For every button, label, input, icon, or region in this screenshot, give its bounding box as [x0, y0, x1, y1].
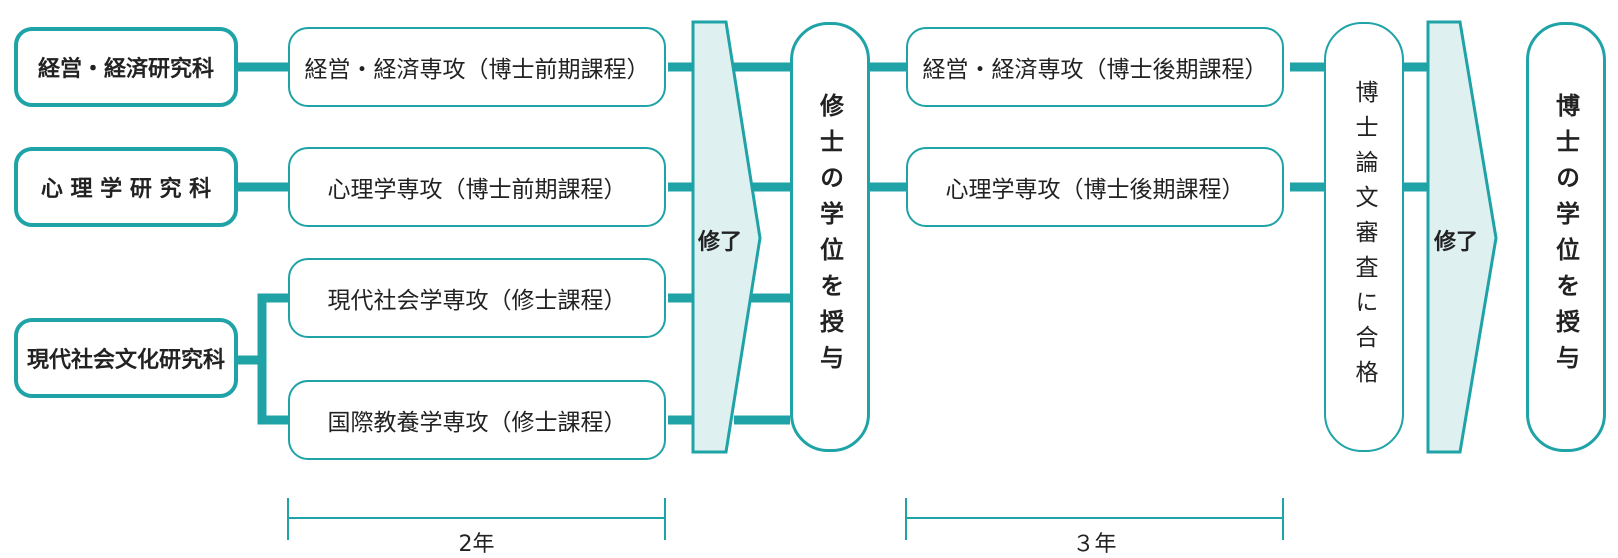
completion-label-2: 修了 [1434, 230, 1479, 255]
thesis-review-label: 博士論文審査に合格 [1351, 79, 1377, 395]
master-degree-label: 修士の学位を授与 [815, 93, 844, 381]
master-course-box: 国際教養学専攻（修士課程） [288, 380, 666, 460]
doctor-degree-box: 博士の学位を授与 [1526, 22, 1606, 452]
doctoral-course-box: 経営・経済専攻（博士後期課程） [906, 27, 1284, 107]
completion-label-1: 修了 [698, 230, 743, 255]
doctoral-course-box: 心理学専攻（博士後期課程） [906, 147, 1284, 227]
master-course-label: 国際教養学専攻（修士課程） [327, 410, 627, 436]
doctoral-course-label: 心理学専攻（博士後期課程） [945, 177, 1245, 203]
graduate-school-label: 現代社会文化研究科 [26, 348, 225, 373]
master-course-box: 現代社会学専攻（修士課程） [288, 258, 666, 338]
master-course-box: 心理学専攻（博士前期課程） [288, 147, 666, 227]
completion-arrow-1 [691, 20, 762, 454]
doctor-degree-label: 博士の学位を授与 [1551, 93, 1580, 381]
completion-arrow-2 [1426, 20, 1498, 454]
graduate-school-label: 経営・経済研究科 [37, 57, 214, 82]
doctoral-course-label: 経営・経済専攻（博士後期課程） [922, 57, 1268, 83]
thesis-review-box: 博士論文審査に合格 [1324, 22, 1404, 452]
graduate-school-box: 経営・経済研究科 [14, 27, 238, 107]
master-duration-label: 2年 [458, 532, 495, 557]
master-course-label: 心理学専攻（博士前期課程） [327, 177, 627, 203]
master-course-label: 現代社会学専攻（修士課程） [327, 288, 627, 314]
graduate-school-box: 現代社会文化研究科 [14, 318, 238, 398]
graduate-school-box: 心 理 学 研 究 科 [14, 147, 238, 227]
branch-connector [257, 293, 288, 425]
master-course-label: 経営・経済専攻（博士前期課程） [304, 57, 650, 83]
doctor-duration-label: ３年 [1072, 532, 1117, 557]
master-degree-box: 修士の学位を授与 [790, 22, 870, 452]
graduate-school-label: 心 理 学 研 究 科 [40, 177, 212, 202]
master-course-box: 経営・経済専攻（博士前期課程） [288, 27, 666, 107]
